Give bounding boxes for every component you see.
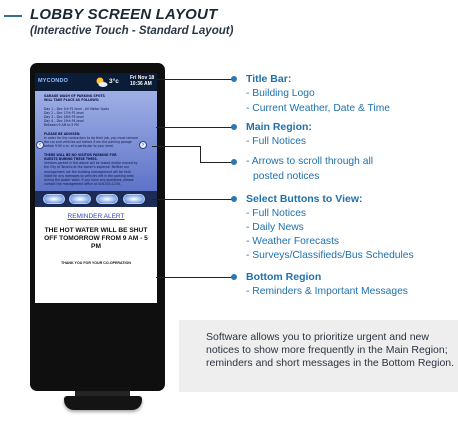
annotation-select-buttons-heading: Select Buttons to View: <box>246 193 363 205</box>
leader-line-main-region <box>156 127 234 128</box>
notice-line: Day 4 – Dec 19th P4 level <box>44 119 84 124</box>
notice-line: the car and vehicles out before 8 am the… <box>44 140 132 145</box>
notice-line: GUESTS DURING THESE TIMES. <box>44 157 98 162</box>
notice-line: In order for the contractors to do their… <box>44 136 138 141</box>
heading-dash <box>4 15 22 17</box>
notice-line: the City of Toronto at the owner's expen… <box>44 165 130 170</box>
scroll-right-arrow[interactable]: › <box>139 141 147 149</box>
leader-line-arrows-h2 <box>200 162 234 163</box>
annotation-select-buttons-item: - Surveys/Classifieds/Bus Schedules <box>246 250 414 261</box>
leader-line-arrows-h1 <box>152 146 200 147</box>
notice-line: GARAGE WASH OF PARKING SPOTS <box>44 94 105 98</box>
annotation-arrows-item: posted notices <box>253 171 320 182</box>
select-button-bar <box>35 191 157 207</box>
info-box: Software allows you to prioritize urgent… <box>179 320 458 392</box>
annotation-main-region-heading: Main Region: <box>246 121 312 133</box>
leader-dot-select-buttons <box>231 196 237 202</box>
notice-line: Between 9 AM to 5 PM <box>44 123 79 128</box>
notice-line: Vehicles parked in the above will be tow… <box>44 161 138 166</box>
annotation-arrows-item: - Arrows to scroll through all <box>246 156 374 167</box>
notice-line: Day 3 – Dec 18th P3 level <box>44 115 84 120</box>
annotation-select-buttons-item: - Weather Forecasts <box>246 236 340 247</box>
full-notices-button[interactable] <box>43 194 65 204</box>
kiosk-screen: MYCONDO 3°c Fri Nov 18 10:36 AM GARAGE W… <box>35 73 157 303</box>
notice-line <box>44 186 148 189</box>
building-logo: MYCONDO <box>38 78 69 84</box>
surveys-button[interactable] <box>123 194 145 204</box>
annotation-main-region-item: - Full Notices <box>246 136 307 147</box>
notice-line: PLEASE BE ADVISED: <box>44 131 81 136</box>
leader-dot-title-bar <box>231 76 237 82</box>
reminder-title: REMINDER ALERT <box>67 213 125 220</box>
weather-forecasts-button[interactable] <box>96 194 118 204</box>
leader-dot-bottom-region <box>231 274 237 280</box>
annotation-bottom-region-heading: Bottom Region <box>246 271 322 283</box>
kiosk-base <box>64 396 142 410</box>
annotation-select-buttons-item: - Daily News <box>246 222 304 233</box>
notice-line: during the power wash. If you have any q… <box>44 178 134 183</box>
page-title: LOBBY SCREEN LAYOUT <box>30 6 218 23</box>
notice-line: WILL TAKE PLACE AS FOLLOWS: <box>44 98 100 103</box>
reminder-body: THE HOT WATER WILL BE SHUT OFF TOMORROW … <box>44 227 148 251</box>
notice-line: Day 2 – Dec 17th P2 level <box>44 110 84 115</box>
sun-cloud-icon <box>96 77 108 87</box>
annotation-title-bar-heading: Title Bar: <box>246 73 292 85</box>
leader-line-bottom-region <box>156 277 234 278</box>
date-time: Fri Nov 18 10:36 AM <box>130 75 154 87</box>
info-text: Software allows you to prioritize urgent… <box>206 331 455 369</box>
scroll-left-arrow[interactable]: ‹ <box>36 141 44 149</box>
time: 10:36 AM <box>130 81 152 88</box>
leader-line-arrows-v <box>200 146 201 162</box>
notice-line: Day 1 – Dec 1th P1 level - All Visitor S… <box>44 106 110 111</box>
screen-title-bar: MYCONDO 3°c Fri Nov 18 10:36 AM <box>35 73 157 91</box>
bottom-region: REMINDER ALERT THE HOT WATER WILL BE SHU… <box>35 207 157 303</box>
reminder-footer: THANK YOU FOR YOUR CO-OPERATION <box>61 261 131 265</box>
leader-line-title-bar <box>156 79 234 80</box>
notice-line: management nor the building management w… <box>44 169 131 174</box>
notice-line: contact the management office at 416-555… <box>44 182 121 187</box>
leader-dot-arrows <box>231 159 237 165</box>
date: Fri Nov 18 <box>130 75 155 81</box>
annotation-bottom-region-item: - Reminders & Important Messages <box>246 286 408 297</box>
daily-news-button[interactable] <box>69 194 91 204</box>
page-subtitle: (Interactive Touch - Standard Layout) <box>30 25 234 37</box>
annotation-title-bar-item: - Current Weather, Date & Time <box>246 103 391 114</box>
annotation-title-bar-item: - Building Logo <box>246 88 315 99</box>
temperature: 3°c <box>109 78 119 85</box>
notice-line: before 9:00 a.m. of a particular to your… <box>44 144 114 149</box>
notice-line: THERE WILL BE NO VISITOR PARKING FOR <box>44 152 117 157</box>
leader-line-select-buttons <box>152 199 234 200</box>
annotation-select-buttons-item: - Full Notices <box>246 208 307 219</box>
leader-dot-main-region <box>231 124 237 130</box>
notice-line: liable for any damages to vehicles left … <box>44 173 134 178</box>
